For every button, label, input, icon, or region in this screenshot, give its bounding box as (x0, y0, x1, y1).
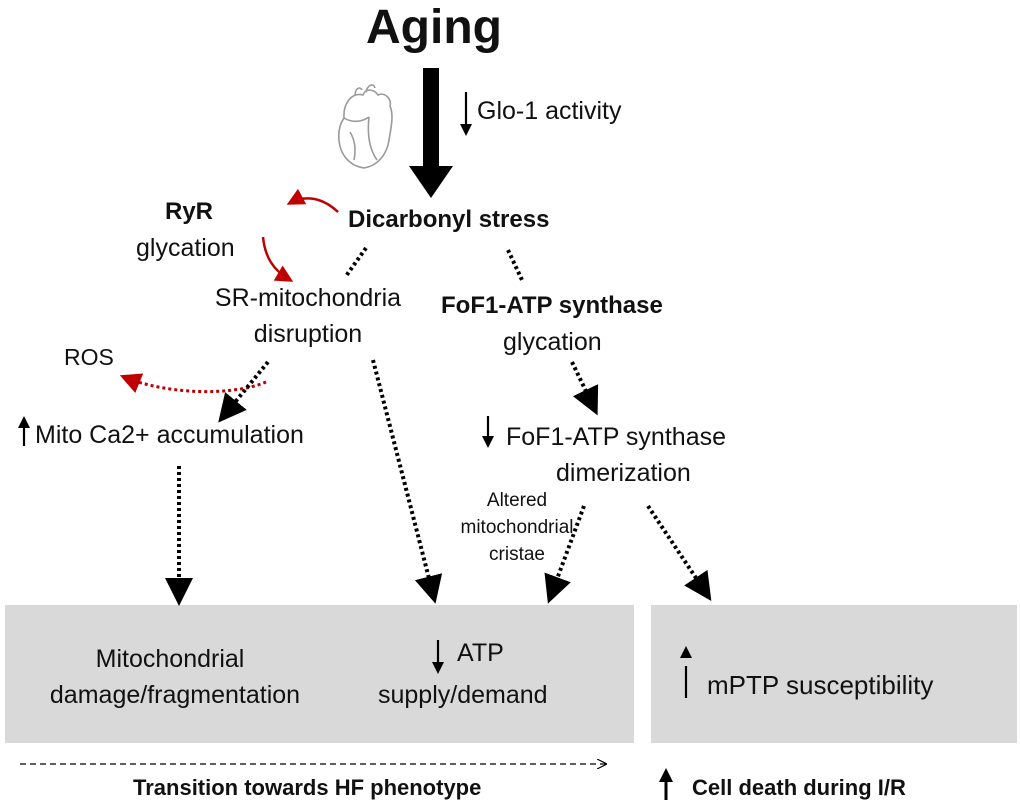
dicarbonyl-to-ryr-arrow (286, 188, 339, 213)
ryr-to-sr-arrow (261, 236, 294, 282)
sr-mito-line1: SR-mitochondria (214, 284, 402, 312)
mito-damage-line2: damage/fragmentation (49, 681, 301, 709)
sr-to-mito-ca-arrow (218, 360, 270, 423)
mptp-up-arrow (680, 646, 692, 698)
fof1-glycation-label: glycation (503, 328, 602, 356)
fof1-dimer-down-arrow (482, 416, 494, 448)
atp-down-arrow (432, 640, 444, 674)
dicarbonyl-stress-label: Dicarbonyl stress (348, 206, 550, 233)
right-result-box (651, 605, 1017, 743)
aging-title: Aging (366, 1, 502, 54)
heart-icon (337, 84, 393, 169)
fof1-dimer-line2: dimerization (556, 459, 691, 487)
ros-label: ROS (64, 344, 114, 370)
mptp-label: mPTP susceptibility (707, 670, 934, 700)
dimer-to-mptp-arrow (646, 504, 712, 601)
cristae-line3: cristae (489, 544, 545, 565)
aging-main-arrow (409, 68, 453, 198)
sr-to-atp-arrow (371, 359, 443, 604)
fof1-glycation-to-dimer-arrow (570, 361, 599, 416)
atp-line1: ATP (457, 639, 504, 667)
dicarbonyl-sr-dotted (344, 246, 368, 278)
atp-line2: supply/demand (378, 681, 548, 709)
glo1-down-arrow (460, 92, 472, 136)
cell-death-label: Cell death during I/R (692, 775, 906, 800)
cristae-line1: Altered (486, 490, 548, 511)
cristae-line2: mitochondrial (460, 517, 574, 538)
mito-ca-up-arrow (18, 416, 30, 446)
left-result-box (5, 605, 634, 743)
glo1-activity-label: Glo-1 activity (477, 97, 622, 125)
sr-to-ros-arrow (119, 373, 267, 394)
ryr-label: RyR (165, 198, 214, 225)
hf-transition-label: Transition towards HF phenotype (133, 775, 482, 800)
mito-ca-label: Mito Ca2+ accumulation (35, 421, 304, 449)
dicarbonyl-fof1-dotted (506, 249, 524, 281)
ryr-glycation-label: glycation (136, 234, 235, 262)
fof1-glycation-title: FoF1-ATP synthase (441, 292, 663, 319)
dimer-to-atp-arrow (544, 505, 586, 604)
cell-death-up-arrow (659, 768, 673, 800)
sr-mito-line2: disruption (253, 320, 363, 348)
mito-damage-line1: Mitochondrial (95, 645, 245, 673)
fof1-dimer-line1: FoF1-ATP synthase (506, 423, 726, 451)
